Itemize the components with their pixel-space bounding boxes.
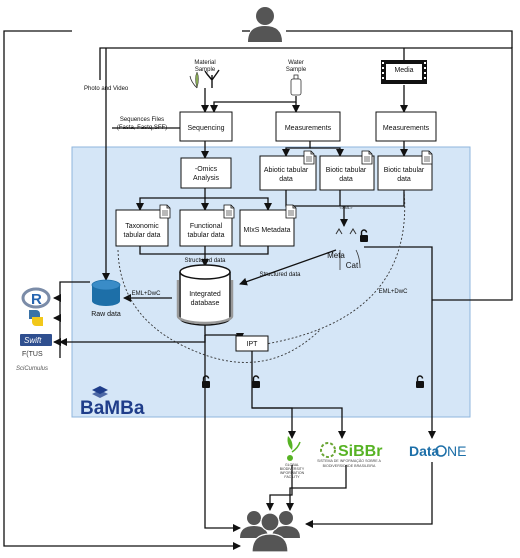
metacat-label: Meta	[327, 251, 345, 260]
ipt-label: IPT	[247, 341, 259, 348]
material-sample-label-2: Sample	[195, 67, 216, 73]
functional-label: Functional	[190, 223, 223, 230]
measurements-label-2: Measurements	[383, 125, 430, 132]
biotic-label: Biotic tabular	[326, 167, 367, 174]
film-icon: Media	[381, 60, 427, 84]
taxonomic-label-2: tabular data	[124, 232, 161, 239]
gbif-line3: INFORMATION	[280, 471, 305, 475]
metacat-logo	[335, 228, 361, 270]
ipt-box	[235, 335, 269, 352]
sequences-files-label: Sequences Files	[120, 117, 164, 123]
abiotic-label: Abiotic tabular	[264, 167, 309, 174]
media-label: Media	[394, 67, 413, 74]
taxonomic-label: Taxonomic	[125, 223, 159, 230]
mixs-metadata-box	[239, 209, 295, 247]
gbif-line4: FACILITY	[284, 475, 300, 479]
eml-dwc-right-label: EML+DwC	[379, 289, 409, 295]
raw-data-label: Raw data	[91, 311, 121, 318]
structured-data-label-1: Structured data	[184, 258, 226, 264]
bamba-logo: BaMBa	[80, 386, 145, 419]
sibbr-subtitle-1: SISTEMA DE INFORMAÇÃO SOBRE A	[317, 458, 381, 463]
biotic-label-2: data	[339, 176, 353, 183]
integrated-database-cylinder	[176, 264, 234, 326]
sequencing-label: Sequencing	[188, 125, 225, 132]
swift-logo: Swift	[20, 334, 52, 346]
measurements-box-2	[375, 111, 437, 142]
dataone-logo: Data NE	[409, 443, 466, 459]
metacat-label-2: Cat	[346, 261, 359, 270]
dataone-label-2: NE	[447, 443, 466, 459]
gbif-line2: BIODIVERSITY	[280, 467, 305, 471]
taxonomic-data-box	[115, 209, 169, 247]
integrated-label: Integrated	[189, 291, 221, 298]
python-logo	[29, 310, 43, 326]
user-icon	[248, 7, 282, 42]
biotic-media-label-2: data	[397, 176, 411, 183]
bamba-brand-text: BaMBa	[80, 398, 145, 419]
omics-label-2: Analysis	[193, 175, 220, 182]
fitus-label: F(TUS	[22, 351, 43, 358]
coral-icon	[204, 69, 220, 88]
water-sample-label: Water	[288, 60, 304, 66]
sibbr-label: SiBBr	[338, 443, 382, 460]
sequencing-box	[179, 111, 233, 142]
leaf-icon	[189, 71, 199, 89]
xml-label: <XML>	[340, 205, 354, 210]
omics-label: -Omics	[195, 166, 218, 173]
measurements-box-1	[275, 111, 341, 142]
r-label: R	[31, 291, 42, 308]
r-logo: R	[21, 287, 51, 309]
functional-label-2: tabular data	[188, 232, 225, 239]
gbif-logo	[287, 436, 301, 461]
raw-data-cylinder	[91, 279, 121, 306]
omics-analysis-box	[180, 157, 232, 189]
users-icon	[240, 511, 300, 553]
gbif-line1: GLOBAL	[285, 463, 299, 467]
measurements-label-1: Measurements	[285, 125, 332, 132]
bottle-icon	[290, 74, 302, 96]
scicumulus-label: SciCumulus	[16, 366, 48, 372]
photo-video-label: Photo and Video	[84, 86, 129, 92]
integrated-label-2: database	[191, 300, 220, 307]
structured-data-label-2: Structured data	[259, 272, 301, 278]
abiotic-label-2: data	[279, 176, 293, 183]
eml-dwc-left-label: EML+DwC	[132, 291, 162, 297]
material-sample-label: Material	[194, 60, 215, 66]
sequences-files-formats-label: (Fasta, Fastq,SFF)	[117, 125, 167, 131]
swift-label: Swift	[24, 336, 42, 345]
dataone-label: Data	[409, 443, 440, 459]
biotic-media-label: Biotic tabular	[384, 167, 425, 174]
sibbr-subtitle-2: BIODIVERSIDADE BRASILEIRA	[323, 464, 376, 468]
water-sample-label-2: Sample	[286, 67, 307, 73]
functional-data-box	[179, 209, 233, 247]
mixs-label: MIxS Metadata	[243, 227, 290, 234]
sibbr-logo: SiBBr	[320, 442, 382, 460]
